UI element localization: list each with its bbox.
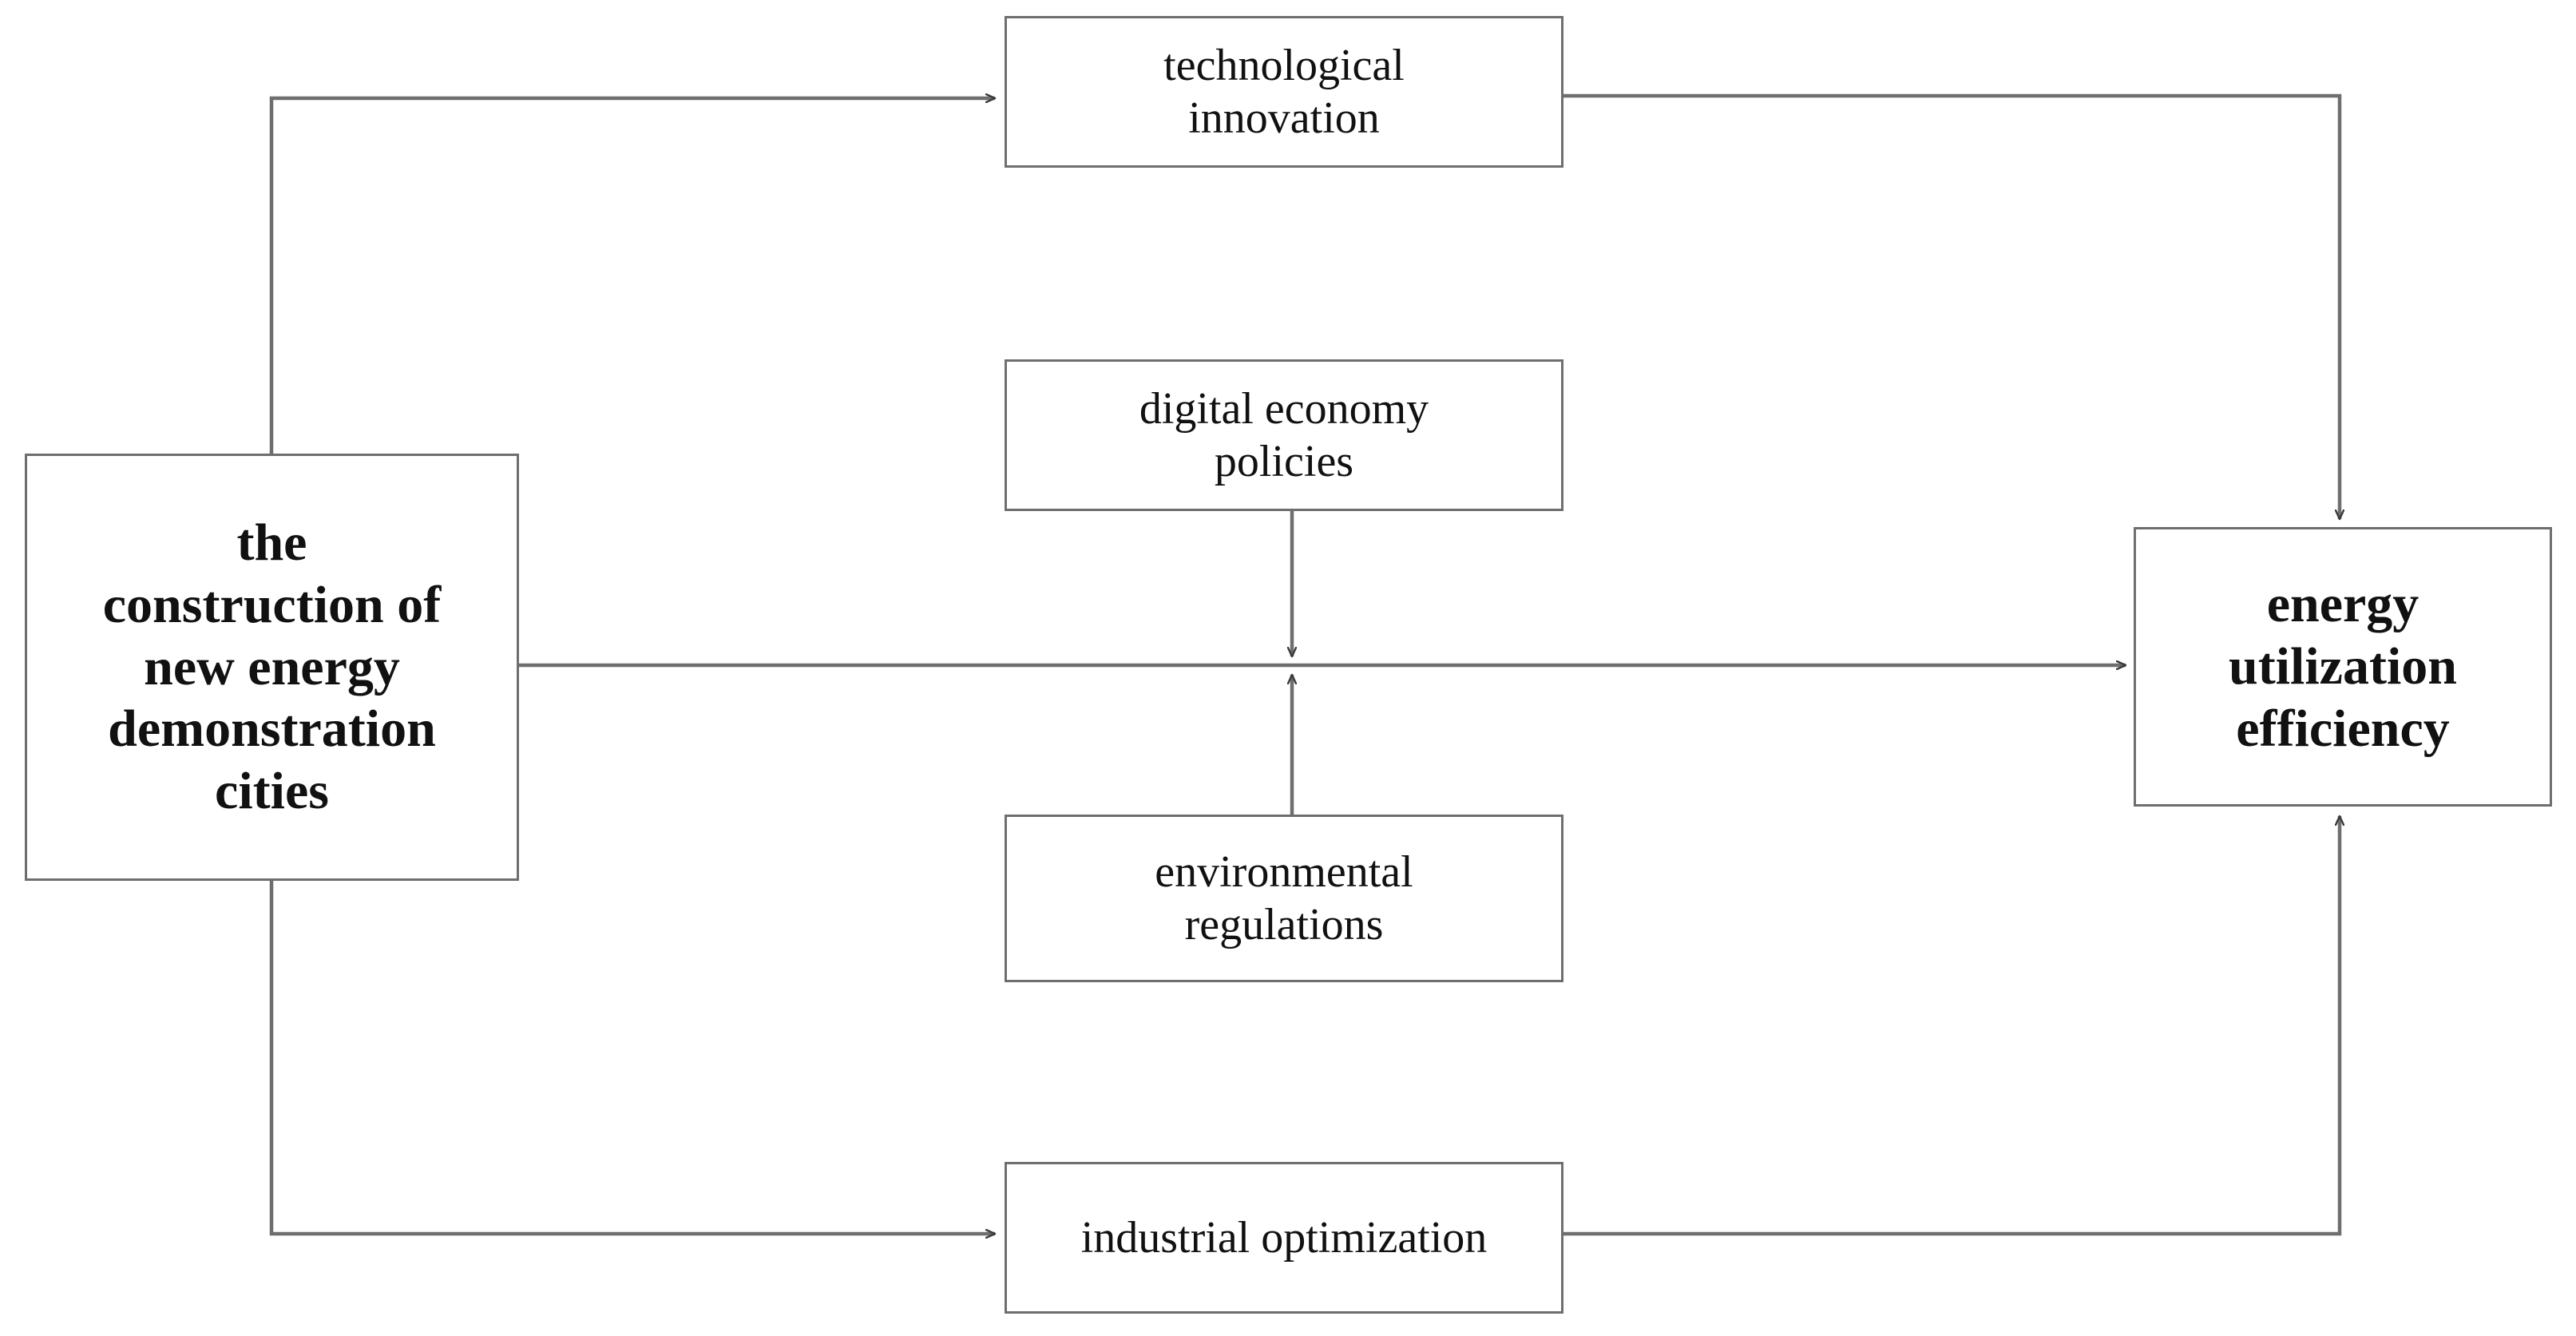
- node-label: the construction of new energy demonstra…: [102, 513, 442, 821]
- edge-industrial-to-outcome: [1563, 816, 2340, 1236]
- node-label: environmental regulations: [1155, 846, 1413, 949]
- edge-source-to-tech: [269, 98, 995, 454]
- node-energy-utilization-efficiency: energy utilization efficiency: [2134, 527, 2552, 807]
- node-label: energy utilization efficiency: [2228, 575, 2457, 758]
- node-label: technological innovation: [1163, 40, 1405, 143]
- node-industrial-optimization: industrial optimization: [1005, 1162, 1563, 1314]
- node-environmental-regulations: environmental regulations: [1005, 815, 1563, 982]
- node-technological-innovation: technological innovation: [1005, 16, 1563, 168]
- edge-source-to-industrial: [269, 881, 995, 1234]
- node-digital-economy-policies: digital economy policies: [1005, 359, 1563, 511]
- node-label: industrial optimization: [1080, 1212, 1488, 1263]
- node-construction-of-new-energy-demonstration-cities: the construction of new energy demonstra…: [25, 454, 519, 881]
- edge-tech-to-outcome: [1563, 93, 2340, 519]
- node-label: digital economy policies: [1139, 383, 1429, 486]
